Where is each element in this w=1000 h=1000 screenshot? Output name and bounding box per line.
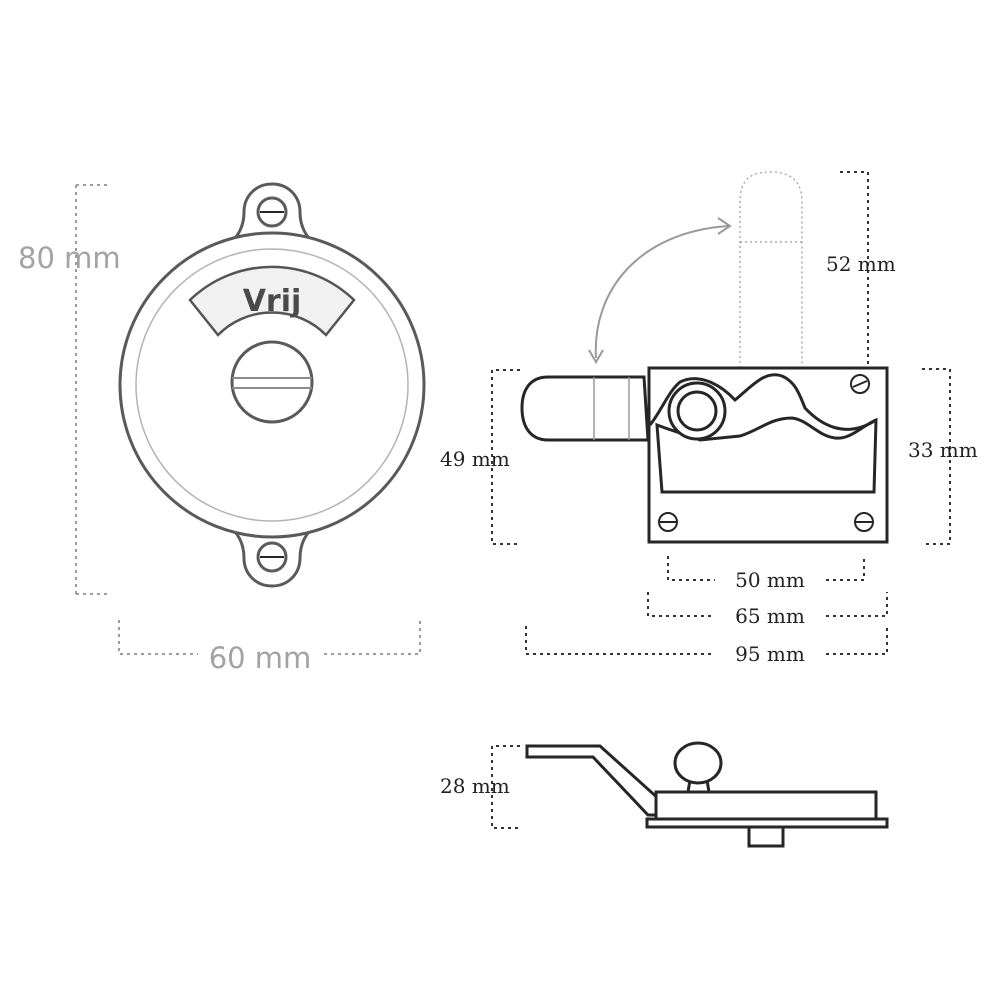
side-lever [525, 744, 662, 817]
depth-dimension-line [491, 745, 520, 829]
rotation-arrow-head-bottom [588, 349, 604, 364]
latch-lever [520, 375, 650, 442]
height-dimension-line [75, 184, 108, 595]
indicator-height-label: 80 mm [18, 241, 121, 275]
indicator-width-label: 60 mm [209, 641, 312, 675]
screw-spacing-dimension-line [667, 556, 865, 581]
plate-width-dimension-line [647, 592, 888, 617]
indicator-window [188, 265, 356, 337]
latch-hook [648, 373, 877, 431]
indicator-inner-ring [135, 248, 409, 522]
turn-knob [230, 340, 314, 424]
lever-travel-label: 52 mm [826, 252, 896, 276]
plate-height-label: 33 mm [908, 438, 978, 462]
screw-bottom-right [854, 512, 874, 532]
total-width-label: 95 mm [735, 642, 805, 666]
bottom-mounting-lug [222, 524, 322, 588]
indicator-disc-drawing: Vrij [118, 182, 426, 588]
rotation-arrow-head-top [717, 217, 732, 235]
side-knob [673, 741, 723, 785]
depth-label: 28 mm [440, 774, 510, 798]
latch-side-drawing [525, 741, 889, 848]
indicator-window-text: Vrij [243, 284, 302, 319]
lever-raised-outline [739, 171, 803, 368]
plate-height-dimension-line [922, 368, 951, 545]
latch-front-drawing [520, 171, 889, 544]
plate-width-label: 65 mm [735, 604, 805, 628]
lever-travel-dimension-line [840, 171, 869, 365]
screw-top-right [850, 374, 870, 394]
side-spindle [747, 825, 785, 848]
width-dimension-line [118, 620, 421, 655]
total-height-dimension-line [491, 369, 520, 545]
top-mounting-lug [222, 182, 322, 246]
side-body [654, 790, 878, 821]
pivot-knob [676, 390, 718, 432]
total-height-label: 49 mm [440, 447, 510, 471]
total-width-dimension-line [525, 626, 888, 655]
rotation-arrow [594, 225, 729, 359]
screw-bottom-left [658, 512, 678, 532]
screw-spacing-label: 50 mm [735, 568, 805, 592]
